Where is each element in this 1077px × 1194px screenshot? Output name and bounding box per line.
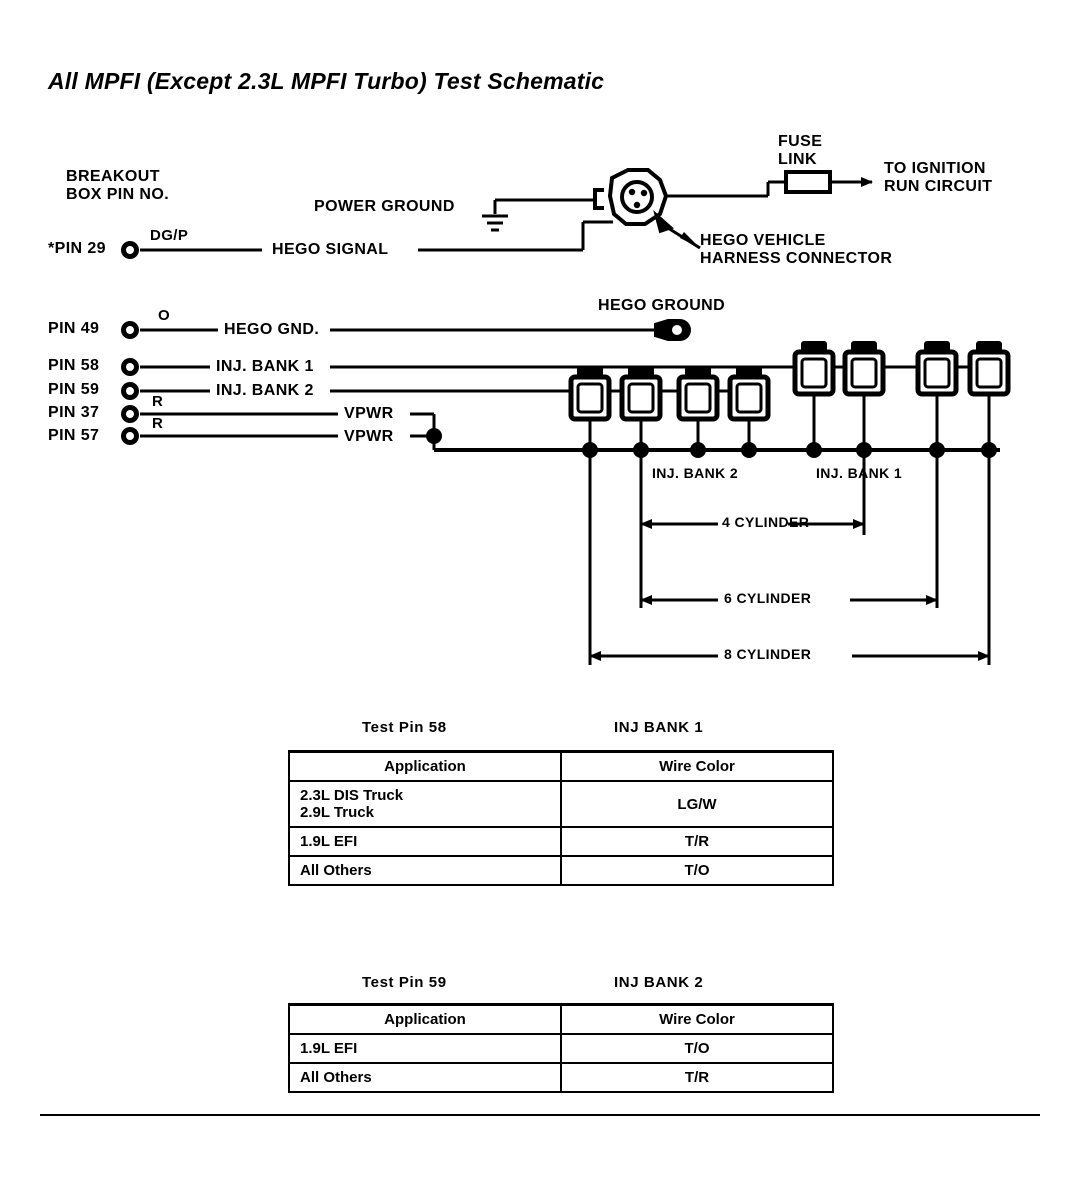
pin-label-37: PIN 37 (48, 404, 100, 421)
table-1-cell-wire-color: LG/W (560, 780, 834, 828)
wire-color-pin-37: R (152, 393, 164, 410)
pin-terminal-49 (121, 321, 139, 339)
vpwr-junction-dot (426, 428, 442, 444)
table-1-caption-right: INJ BANK 1 (614, 719, 704, 736)
table-row: Application Wire Color (288, 1003, 834, 1035)
pin-label-49: PIN 49 (48, 320, 100, 337)
wire-color-table-pin-58: Application Wire Color 2.3L DIS Truck 2.… (288, 750, 834, 886)
fuse-link-label: FUSE LINK (778, 133, 822, 169)
fuse-link-symbol (784, 170, 832, 194)
ignition-line1: TO IGNITION (884, 160, 986, 177)
footer-divider (40, 1114, 1040, 1116)
table-row: 2.3L DIS Truck 2.9L Truck LG/W (288, 780, 834, 828)
wire-color-pin-49: O (158, 307, 171, 324)
injector-connector (619, 366, 663, 450)
pin-terminal-29 (121, 241, 139, 259)
table-1-cell-wire-color: T/R (560, 826, 834, 857)
span-label-8-cylinder: 8 CYLINDER (724, 646, 812, 662)
fuse-link-line2: LINK (778, 150, 817, 168)
signal-label-vpwr-57: VPWR (344, 428, 394, 445)
injector-connector (915, 341, 959, 450)
injector-connector-group-bank2 (568, 366, 771, 450)
signal-label-vpwr-37: VPWR (344, 405, 394, 422)
injector-connector (842, 341, 886, 450)
wire-power-ground (493, 198, 600, 214)
table-row: All Others T/O (288, 855, 834, 886)
table-2-cell-wire-color: T/O (560, 1033, 834, 1064)
breakout-box-label: BREAKOUT BOX PIN NO. (66, 168, 169, 204)
table-row: 1.9L EFI T/O (288, 1033, 834, 1064)
span-label-4-cylinder: 4 CYLINDER (722, 514, 810, 530)
fuse-link-line1: FUSE (778, 133, 823, 150)
pin-terminal-58 (121, 358, 139, 376)
injector-connector (792, 341, 836, 450)
table-1-cell-application: All Others (288, 855, 562, 886)
injector-connector (676, 366, 720, 450)
pin-label-58: PIN 58 (48, 357, 100, 374)
pin-label-57: PIN 57 (48, 427, 100, 444)
table-2-header-application: Application (288, 1003, 562, 1035)
signal-label-hego-gnd: HEGO GND. (224, 321, 320, 338)
wire-color-pin-57: R (152, 415, 164, 432)
pin-terminal-57 (121, 427, 139, 445)
power-ground-label: POWER GROUND (314, 198, 455, 215)
injector-connector (727, 366, 771, 450)
injector-connector (967, 341, 1011, 450)
wire-color-pin-29: DG/P (150, 227, 189, 244)
span-8-cylinder (588, 450, 991, 665)
signal-label-inj-bank-1: INJ. BANK 1 (216, 358, 314, 375)
ignition-line2: RUN CIRCUIT (884, 177, 993, 195)
wire-color-table-pin-59: Application Wire Color 1.9L EFI T/O All … (288, 1003, 834, 1093)
wire-fuse-link-run (666, 177, 873, 198)
pin-label-29: *PIN 29 (48, 240, 106, 258)
hego-harness-connector (593, 168, 674, 234)
span-6-cylinder (639, 450, 939, 608)
bank-label-inj-bank-2: INJ. BANK 2 (652, 465, 739, 481)
pin-terminal-37 (121, 405, 139, 423)
breakout-label-line2: BOX PIN NO. (66, 185, 170, 203)
pin-29-number: PIN 29 (54, 240, 106, 257)
table-2-caption-right: INJ BANK 2 (614, 974, 704, 991)
injector-connector-group-bank1 (792, 341, 1011, 450)
signal-label-inj-bank-2: INJ. BANK 2 (216, 382, 314, 399)
table-1-header-wire-color: Wire Color (560, 750, 834, 782)
table-row: Application Wire Color (288, 750, 834, 782)
table-1-caption-left: Test Pin 58 (362, 719, 447, 736)
signal-label-hego-signal: HEGO SIGNAL (272, 241, 389, 258)
table-row: All Others T/R (288, 1062, 834, 1093)
hego-connector-line1: HEGO VEHICLE (700, 232, 826, 249)
span-label-6-cylinder: 6 CYLINDER (724, 590, 812, 606)
hego-ground-label: HEGO GROUND (598, 297, 726, 314)
bank-label-inj-bank-1: INJ. BANK 1 (816, 465, 903, 481)
injector-connector (568, 366, 612, 450)
hego-ground-eyelet (654, 319, 691, 341)
table-1-cell-application: 1.9L EFI (288, 826, 562, 857)
table-2-cell-wire-color: T/R (560, 1062, 834, 1093)
table-row: 1.9L EFI T/R (288, 826, 834, 857)
table-2-caption-left: Test Pin 59 (362, 974, 447, 991)
table-2-cell-application: 1.9L EFI (288, 1033, 562, 1064)
table-2-header-wire-color: Wire Color (560, 1003, 834, 1035)
page-title: All MPFI (Except 2.3L MPFI Turbo) Test S… (48, 68, 605, 94)
table-2-cell-application: All Others (288, 1062, 562, 1093)
pin-29-asterisk: * (48, 240, 55, 257)
pin-label-59: PIN 59 (48, 381, 100, 398)
table-1-header-application: Application (288, 750, 562, 782)
ground-symbol (482, 214, 508, 232)
breakout-label-line1: BREAKOUT (66, 168, 160, 185)
pin-terminal-59 (121, 382, 139, 400)
wire-hego-signal-to-connector (581, 220, 613, 250)
hego-connector-line2: HARNESS CONNECTOR (700, 249, 893, 267)
table-1-cell-application: 2.3L DIS Truck 2.9L Truck (288, 780, 562, 828)
span-4-cylinder (639, 450, 866, 535)
hego-harness-connector-label: HEGO VEHICLE HARNESS CONNECTOR (700, 232, 892, 268)
ignition-run-circuit-label: TO IGNITION RUN CIRCUIT (884, 160, 992, 196)
table-1-cell-wire-color: T/O (560, 855, 834, 886)
